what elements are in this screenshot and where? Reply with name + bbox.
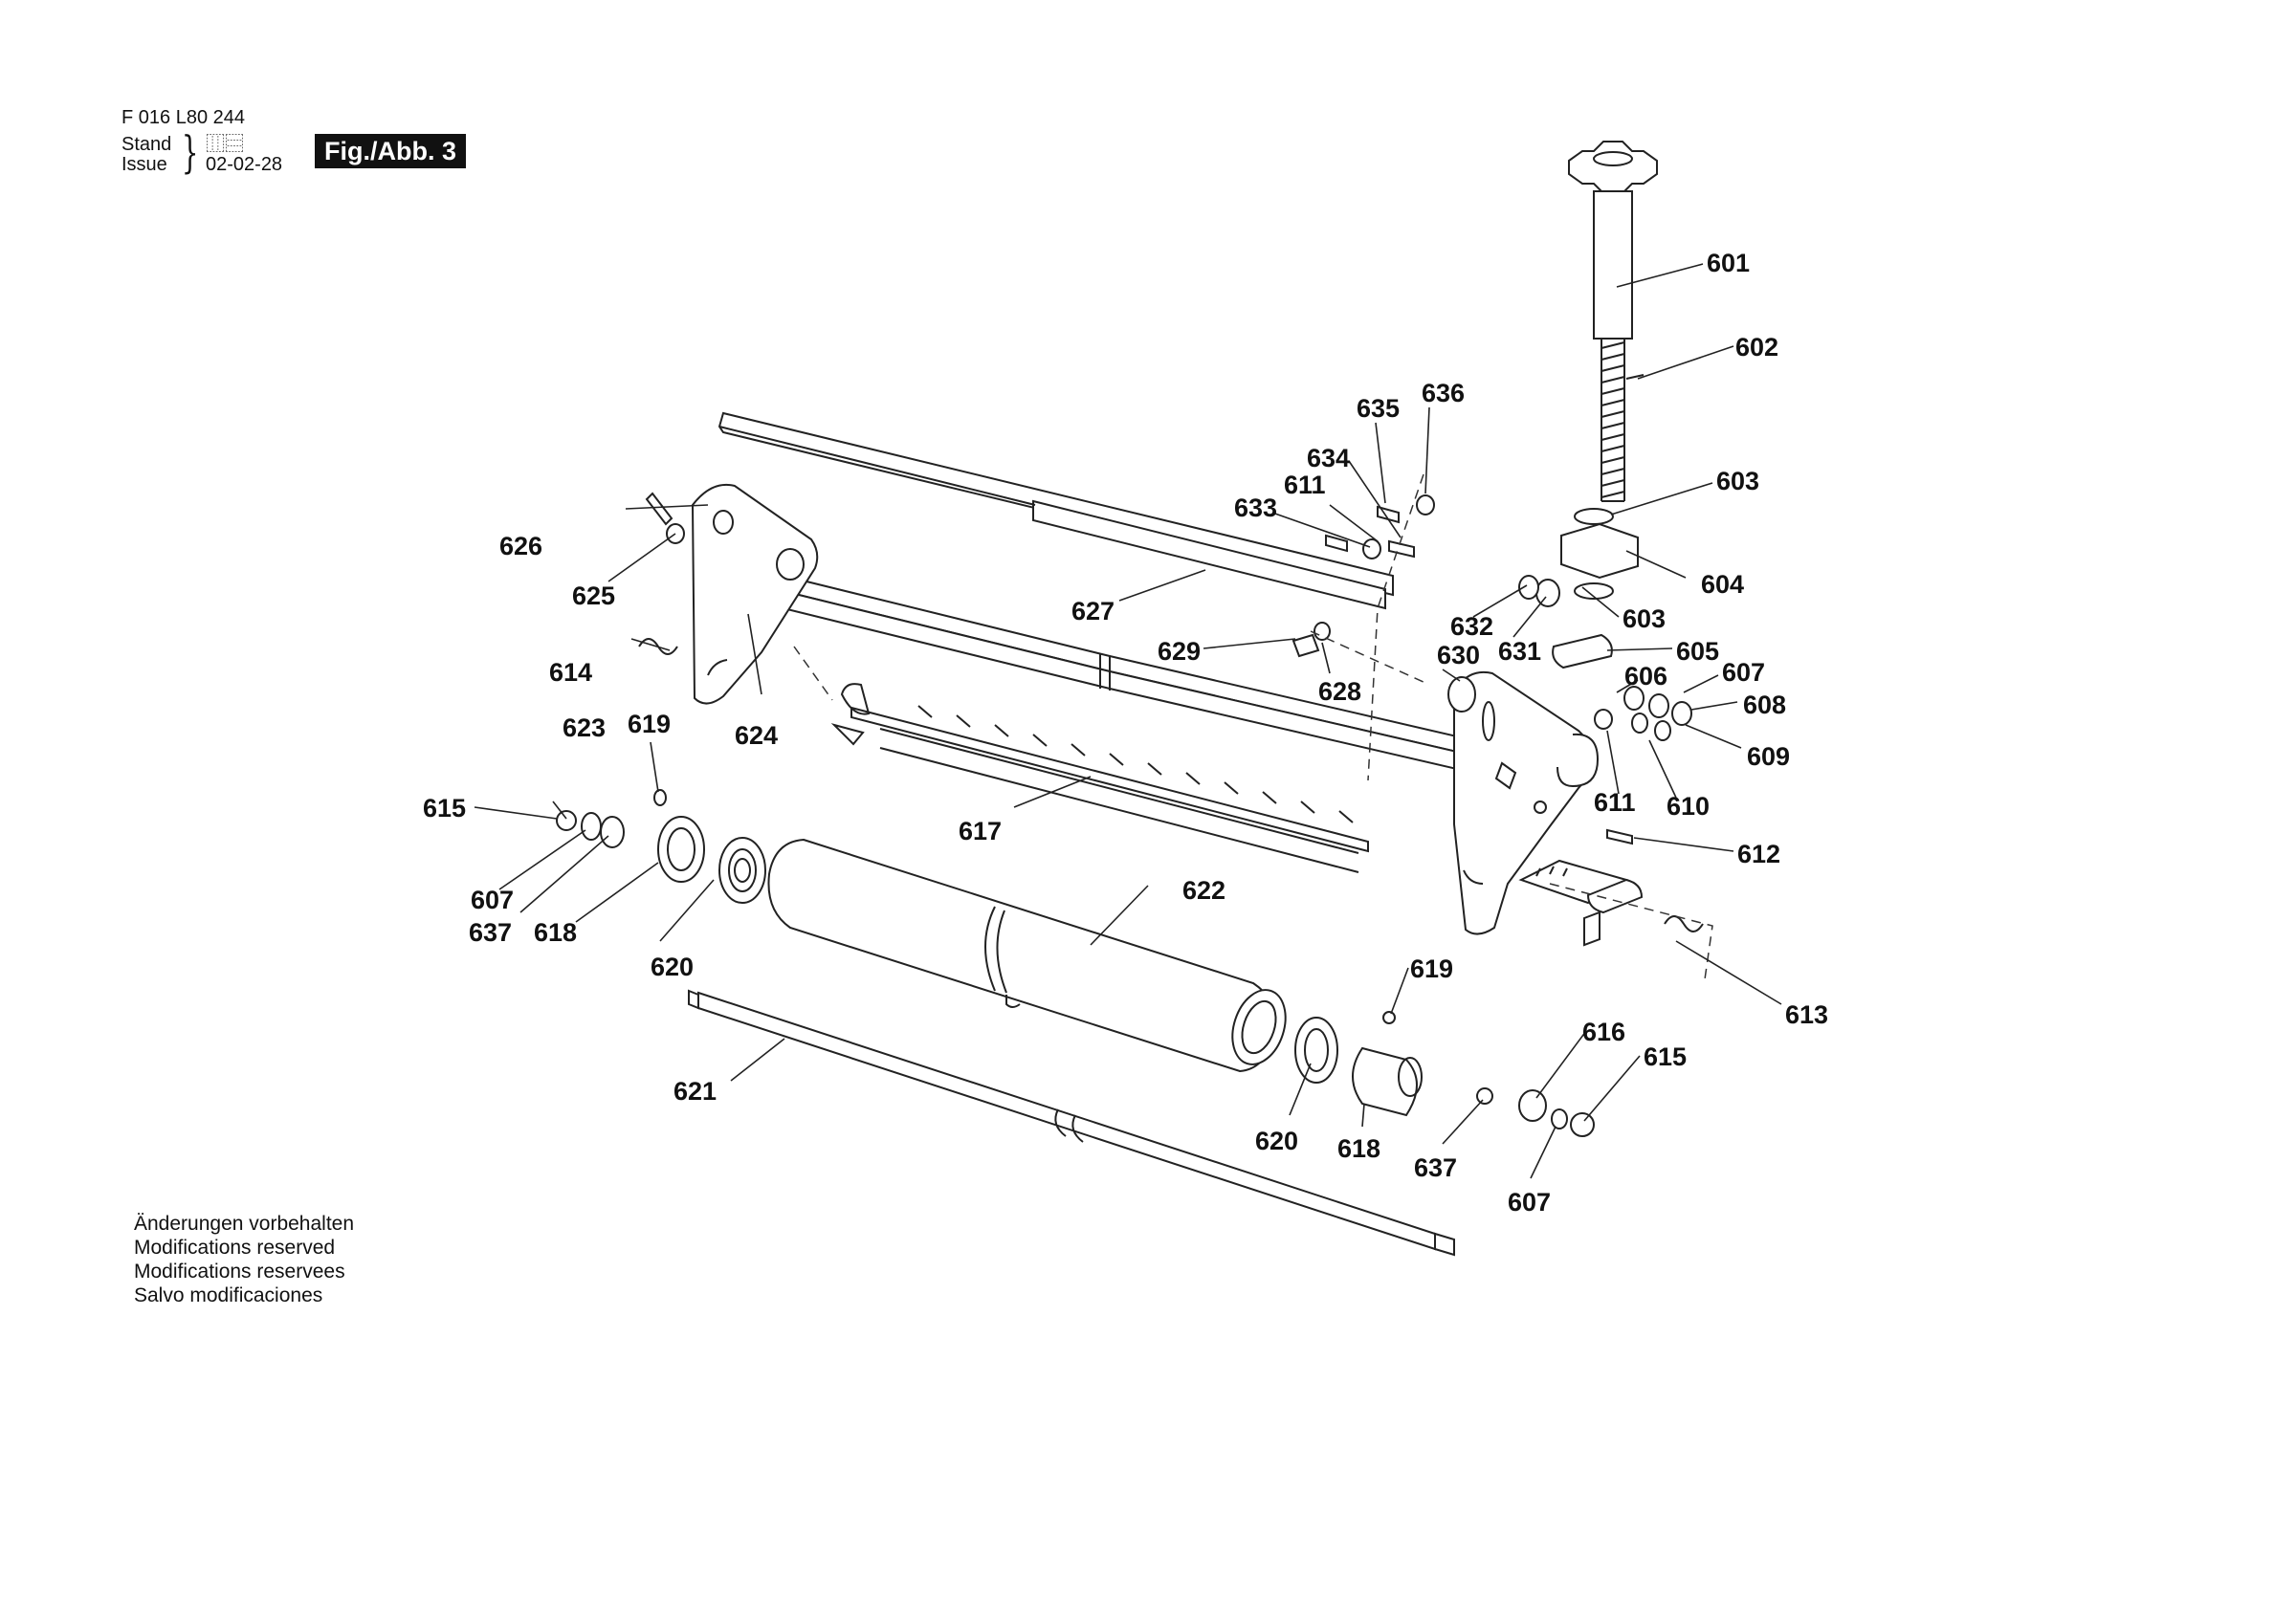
- comb-strip: [830, 683, 1369, 873]
- upper-right-hardware: [638, 492, 1704, 932]
- issue-label: Issue: [121, 154, 167, 175]
- note-english: Modifications reserved: [134, 1237, 336, 1259]
- part-label-609: 609: [1747, 742, 1790, 771]
- part-label-620-left: 620: [651, 953, 694, 981]
- part-label-611-upper: 611: [1284, 471, 1326, 499]
- main-roller: [767, 838, 1287, 1073]
- part-label-636: 636: [1422, 379, 1465, 407]
- part-label-613: 613: [1785, 1000, 1828, 1029]
- part-label-625: 625: [572, 581, 615, 610]
- part-label-623: 623: [563, 713, 606, 742]
- part-label-628: 628: [1318, 677, 1361, 706]
- part-label-611-lower: 611: [1594, 788, 1636, 817]
- modification-notes: Änderungen vorbehalten Modifications res…: [134, 1212, 354, 1307]
- part-label-622: 622: [1182, 876, 1225, 905]
- left-side-plate: [691, 484, 819, 705]
- part-label-601: 601: [1707, 249, 1750, 277]
- part-label-618-left: 618: [534, 918, 577, 947]
- document-code: F 016 L80 244: [121, 107, 245, 128]
- part-label-602: 602: [1735, 333, 1778, 362]
- part-label-603-top: 603: [1716, 467, 1759, 495]
- note-spanish: Salvo modificaciones: [134, 1284, 323, 1306]
- part-label-612: 612: [1737, 840, 1780, 868]
- part-label-615-left: 615: [423, 794, 466, 822]
- part-label-629: 629: [1158, 637, 1201, 666]
- part-label-634: 634: [1307, 444, 1350, 472]
- part-label-637-left: 637: [469, 918, 512, 947]
- part-label-610: 610: [1667, 792, 1710, 821]
- part-label-624: 624: [735, 721, 778, 750]
- part-label-620-right: 620: [1255, 1127, 1298, 1155]
- part-label-616: 616: [1582, 1018, 1625, 1046]
- part-label-618-right: 618: [1337, 1134, 1380, 1163]
- part-label-631: 631: [1498, 637, 1541, 666]
- part-labels: 601 602 603 604 603 605 606 607 608 609 …: [423, 249, 1828, 1217]
- part-label-615-right: 615: [1644, 1042, 1687, 1071]
- part-label-617: 617: [959, 817, 1002, 845]
- part-label-608: 608: [1743, 691, 1786, 719]
- roller-shaft: [688, 989, 1455, 1257]
- note-german: Änderungen vorbehalten: [134, 1213, 355, 1235]
- part-label-621: 621: [673, 1077, 717, 1106]
- part-label-626: 626: [499, 532, 542, 560]
- part-label-614: 614: [549, 658, 592, 687]
- top-guide-bar: [718, 411, 1394, 610]
- part-label-619-left: 619: [628, 710, 671, 738]
- part-label-635: 635: [1357, 394, 1400, 423]
- stand-code: ⿲⿳: [206, 134, 244, 155]
- part-label-637-right: 637: [1414, 1153, 1457, 1182]
- figure-badge: Fig./Abb. 3: [315, 134, 466, 168]
- part-label-619-right: 619: [1410, 954, 1453, 983]
- part-label-603-bottom: 603: [1623, 604, 1666, 633]
- leader-lines: [474, 263, 1782, 1179]
- part-label-604: 604: [1701, 570, 1744, 599]
- note-french: Modifications reservees: [134, 1261, 345, 1283]
- part-label-627: 627: [1071, 597, 1115, 625]
- part-label-606: 606: [1624, 662, 1667, 691]
- part-label-632: 632: [1450, 612, 1493, 641]
- issue-date: 02-02-28: [206, 154, 283, 175]
- brace-symbol: }: [181, 126, 199, 178]
- right-end-bearings: [1294, 1011, 1595, 1137]
- left-end-bearings: [556, 789, 766, 904]
- part-label-605: 605: [1676, 637, 1719, 666]
- lower-bracket: [1518, 859, 1644, 947]
- part-label-607-left: 607: [471, 886, 514, 914]
- stand-label: Stand: [121, 134, 172, 155]
- part-label-607-right: 607: [1722, 658, 1765, 687]
- part-label-630: 630: [1437, 641, 1480, 669]
- part-label-607-bottom: 607: [1508, 1188, 1551, 1217]
- right-side-plate: [1453, 671, 1600, 935]
- part-label-633: 633: [1234, 493, 1277, 522]
- adjusting-knob-spindle: [1568, 141, 1658, 502]
- assembly-dash-lines: [793, 473, 1713, 980]
